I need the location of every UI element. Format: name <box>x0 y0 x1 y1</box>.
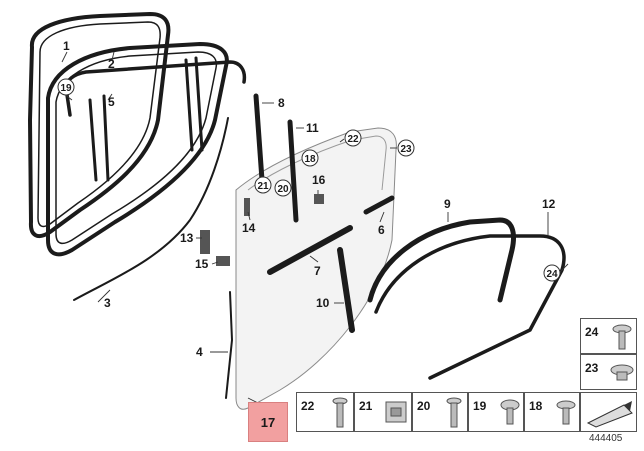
fastener-label-21: 21 <box>359 399 373 413</box>
pillar-10 <box>337 247 355 333</box>
bracket-14 <box>244 198 250 216</box>
nut-icon <box>610 364 634 381</box>
bracket-15 <box>216 256 230 266</box>
circled-callout-22: 22 <box>347 134 359 145</box>
fastener-cell-21[interactable]: 21 <box>354 392 412 432</box>
circled-callout-19: 19 <box>60 83 72 94</box>
fastener-label-24: 24 <box>585 325 599 339</box>
circled-callout-20: 20 <box>277 184 289 195</box>
seal-12 <box>374 234 566 380</box>
circled-callout-24: 24 <box>546 269 558 280</box>
fastener-cell-24[interactable]: 24 <box>580 318 637 354</box>
fastener-cell-22[interactable]: 22 <box>296 392 354 432</box>
callout-3: 3 <box>104 296 111 310</box>
clip-icon <box>385 401 407 423</box>
seal-2 <box>46 42 229 257</box>
screw-icon <box>446 397 462 428</box>
screw-icon <box>500 399 520 425</box>
callout-12: 12 <box>542 197 556 211</box>
clip-16 <box>314 194 324 204</box>
fastener-label-20: 20 <box>417 399 431 413</box>
circled-callout-18: 18 <box>304 154 316 165</box>
screw-icon <box>332 397 348 428</box>
seal-3 <box>73 117 229 301</box>
callout-6: 6 <box>378 223 385 237</box>
screw-icon <box>556 400 576 425</box>
diagram-number: 444405 <box>589 433 623 444</box>
seal-1 <box>28 12 171 239</box>
tool-graphic-icon <box>586 401 633 428</box>
circled-callout-21: 21 <box>257 181 269 192</box>
callout-numbers: 1 2 3 4 5 6 7 8 9 10 11 12 13 14 15 16 <box>63 39 556 359</box>
fastener-cell-20[interactable]: 20 <box>412 392 468 432</box>
callout-8: 8 <box>278 96 285 110</box>
door-panel <box>235 127 397 410</box>
circled-callouts: 19 18 21 20 22 23 24 <box>57 78 561 282</box>
callout-11: 11 <box>306 121 319 135</box>
seal-1-inner <box>37 21 161 228</box>
circled-callout-23: 23 <box>400 144 412 155</box>
callout-4: 4 <box>196 345 203 359</box>
callout-7: 7 <box>314 264 321 278</box>
callout-15: 15 <box>195 257 209 271</box>
callout-10: 10 <box>316 296 330 310</box>
screw-icon <box>612 324 632 350</box>
strip-11 <box>287 119 299 223</box>
callout-2: 2 <box>108 57 115 71</box>
belt-strip-6 <box>363 195 395 215</box>
fastener-label-22: 22 <box>301 399 315 413</box>
strip-4 <box>225 291 233 399</box>
fastener-label-18: 18 <box>529 399 543 413</box>
seal-5-lower <box>88 94 110 182</box>
callout-16: 16 <box>312 173 326 187</box>
callout-14: 14 <box>242 221 256 235</box>
fastener-cell-18[interactable]: 18 <box>524 392 580 432</box>
callout-5: 5 <box>108 95 115 109</box>
seal-5-vertical <box>184 56 204 152</box>
fastener-cell-19[interactable]: 19 <box>468 392 524 432</box>
callout-13: 13 <box>180 231 194 245</box>
callout-9: 9 <box>444 197 451 211</box>
tools-cell <box>580 392 637 432</box>
bracket-13 <box>200 230 210 254</box>
fastener-label-19: 19 <box>473 399 487 413</box>
highlighted-part-17[interactable]: 17 <box>248 402 288 442</box>
callout-1: 1 <box>63 39 70 53</box>
belt-strip-7 <box>267 225 353 275</box>
strip-8 <box>253 93 265 183</box>
highlighted-part-label: 17 <box>260 414 276 430</box>
fastener-label-23: 23 <box>585 361 599 375</box>
fastener-cell-23[interactable]: 23 <box>580 354 637 390</box>
seal-2-inner <box>55 51 218 245</box>
